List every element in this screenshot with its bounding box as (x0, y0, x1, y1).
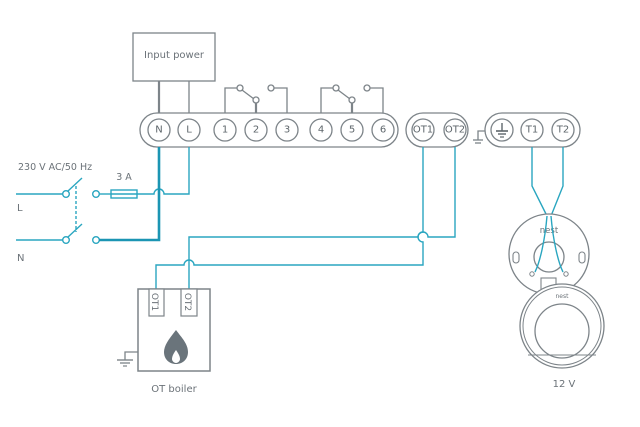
t-terminal-block: T1 T2 (484, 112, 581, 148)
mains-supply: 230 V AC/50 Hz L N 3 A (16, 147, 190, 264)
relay-2-symbol (320, 84, 384, 113)
terminal-6 (371, 118, 395, 142)
ot-terminal-block: OT1 OT2 (405, 112, 469, 148)
nest-brand-label: nest (540, 226, 559, 236)
terminal-5 (340, 118, 364, 142)
terminal-ot2 (443, 118, 467, 142)
terminal-label: N (155, 125, 162, 136)
terminal-label: T1 (525, 125, 538, 136)
terminal-label: 1 (222, 125, 228, 136)
thermostat-voltage-label: 12 V (553, 379, 576, 390)
terminal-n (147, 118, 171, 142)
line-label: L (17, 203, 23, 214)
terminal-label: T2 (556, 125, 569, 136)
terminal-ot1 (411, 118, 435, 142)
ot-boiler: OT1 OT2 OT boiler (117, 288, 211, 395)
terminal-label: 5 (349, 125, 355, 136)
input-power-label: Input power (144, 50, 205, 61)
terminal-label: 2 (253, 125, 259, 136)
fuse-label: 3 A (116, 172, 132, 183)
terminal-label: OT2 (445, 125, 465, 136)
boiler-label: OT boiler (151, 384, 197, 395)
terminal-label: L (186, 125, 192, 136)
terminal-2 (244, 118, 268, 142)
relay-1-symbol (224, 84, 288, 113)
flame-icon (164, 330, 188, 364)
ot-wiring (155, 147, 456, 290)
terminal-t1 (520, 118, 544, 142)
neutral-label: N (17, 253, 24, 264)
ground-icon (496, 123, 508, 138)
nest-base-plate: nest (508, 213, 590, 295)
boiler-terminal-ot2: OT2 (182, 293, 192, 311)
terminal-label: 4 (318, 125, 324, 136)
main-terminal-block: N L 1 2 3 4 5 6 (139, 112, 399, 148)
thermostat-wiring (531, 147, 564, 217)
terminal-4 (309, 118, 333, 142)
nest-display-brand: nest (556, 293, 570, 300)
terminal-label: 6 (380, 125, 386, 136)
terminal-3 (275, 118, 299, 142)
terminal-t2 (551, 118, 575, 142)
nest-thermostat-display: nest 12 V (519, 283, 605, 390)
supply-label: 230 V AC/50 Hz (18, 162, 92, 173)
boiler-terminal-ot1: OT1 (149, 293, 159, 311)
input-power-box: Input power (132, 32, 216, 113)
terminal-label: OT1 (413, 125, 433, 136)
terminal-l (177, 118, 201, 142)
terminal-1 (213, 118, 237, 142)
terminal-label: 3 (284, 125, 290, 136)
